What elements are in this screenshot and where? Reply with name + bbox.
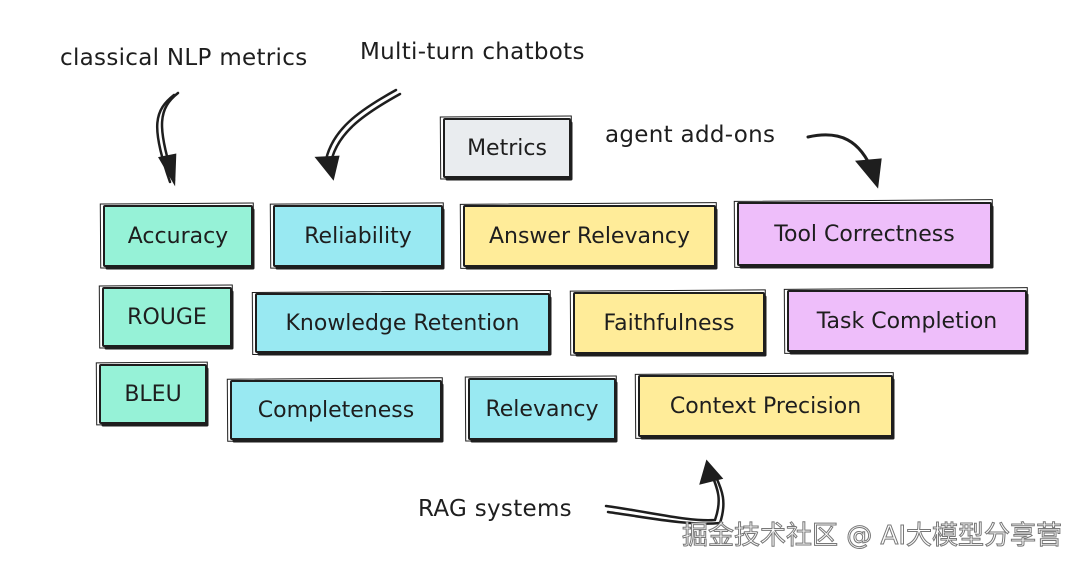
metric-accuracy: Accuracy [103,205,253,267]
annotation-classical-nlp: classical NLP metrics [60,45,308,71]
metric-task-completion: Task Completion [787,290,1027,352]
metric-rouge: ROUGE [102,287,232,347]
annotation-agent-add-ons: agent add-ons [605,122,776,148]
watermark: 掘金技术社区 @ AI大模型分享营 [682,521,1063,552]
metric-knowledge-retention: Knowledge Retention [255,293,550,353]
metric-faithfulness: Faithfulness [573,292,765,354]
metrics-title-box: Metrics [443,118,571,178]
arrow-agent [806,133,882,189]
metric-reliability: Reliability [273,205,443,267]
metric-relevancy: Relevancy [468,378,616,440]
metric-bleu: BLEU [99,364,207,424]
metric-answer-relevancy: Answer Relevancy [463,205,716,267]
annotation-rag-systems: RAG systems [418,496,572,522]
arrow-rag [604,459,725,525]
metric-context-precision: Context Precision [638,375,893,437]
arrow-multiturn [314,88,402,181]
arrow-classical [155,91,180,187]
metric-tool-correctness: Tool Correctness [737,202,992,266]
metric-completeness: Completeness [230,380,442,440]
annotation-multi-turn: Multi-turn chatbots [360,39,585,65]
